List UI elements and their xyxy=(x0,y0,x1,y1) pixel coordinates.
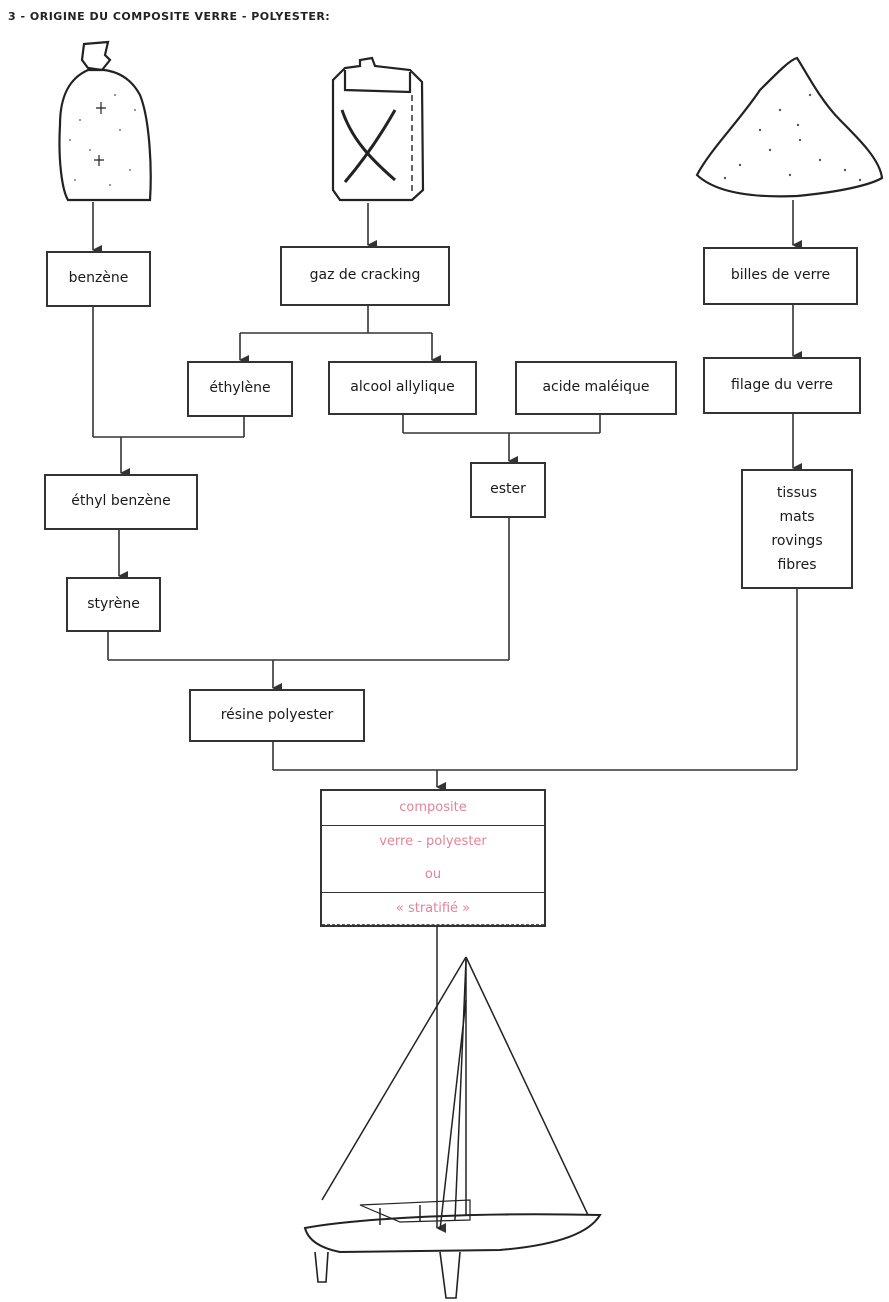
node-resine-polyester: résine polyester xyxy=(189,689,365,742)
node-acide-label: acide maléique xyxy=(542,379,650,396)
node-gaz-label: gaz de cracking xyxy=(309,267,421,284)
jerrycan-icon xyxy=(331,56,425,202)
sand-pile-icon xyxy=(695,56,884,198)
node-tissus-label: tissus xyxy=(776,485,818,501)
node-ester-label: ester xyxy=(490,481,526,498)
node-alcool-label: alcool allylique xyxy=(350,379,455,396)
node-billes-de-verre: billes de verre xyxy=(703,247,858,305)
node-ethyl-benzene: éthyl benzène xyxy=(44,474,198,530)
sand-texture xyxy=(723,93,862,182)
sailboat-icon xyxy=(303,956,602,1299)
node-acide-maleique: acide maléique xyxy=(515,361,677,415)
node-tissus-mats-rovings-fibres: tissus mats rovings fibres xyxy=(741,469,853,589)
node-mats-label: mats xyxy=(779,509,815,525)
node-resine-label: résine polyester xyxy=(220,706,334,723)
node-alcool-allylique: alcool allylique xyxy=(328,361,477,415)
node-ester: ester xyxy=(470,462,546,518)
sack-icon xyxy=(58,40,152,202)
composite-line-4: « stratifié » xyxy=(322,891,544,925)
node-gaz-de-cracking: gaz de cracking xyxy=(280,246,450,306)
node-ethylene-label: éthylène xyxy=(209,380,271,397)
composite-line-3: ou xyxy=(424,867,442,883)
node-styrene-label: styrène xyxy=(87,595,140,612)
composite-line-2: verre - polyester xyxy=(322,824,544,859)
diagram-title: 3 - ORIGINE DU COMPOSITE VERRE - POLYEST… xyxy=(8,10,331,23)
node-composite: composite verre - polyester ou « stratif… xyxy=(320,789,546,927)
sack-texture xyxy=(69,94,136,186)
node-ethylene: éthylène xyxy=(187,361,293,417)
node-benzene: benzène xyxy=(46,251,151,307)
node-billes-label: billes de verre xyxy=(730,267,831,284)
node-filage-du-verre: filage du verre xyxy=(703,357,861,414)
node-filage-label: filage du verre xyxy=(731,376,833,393)
node-fibres-label: fibres xyxy=(777,557,817,573)
composite-line-1: composite xyxy=(399,800,467,816)
node-rovings-label: rovings xyxy=(771,533,823,549)
node-ethylbenzene-label: éthyl benzène xyxy=(71,493,171,510)
node-styrene: styrène xyxy=(66,577,161,632)
node-benzene-label: benzène xyxy=(68,270,129,287)
